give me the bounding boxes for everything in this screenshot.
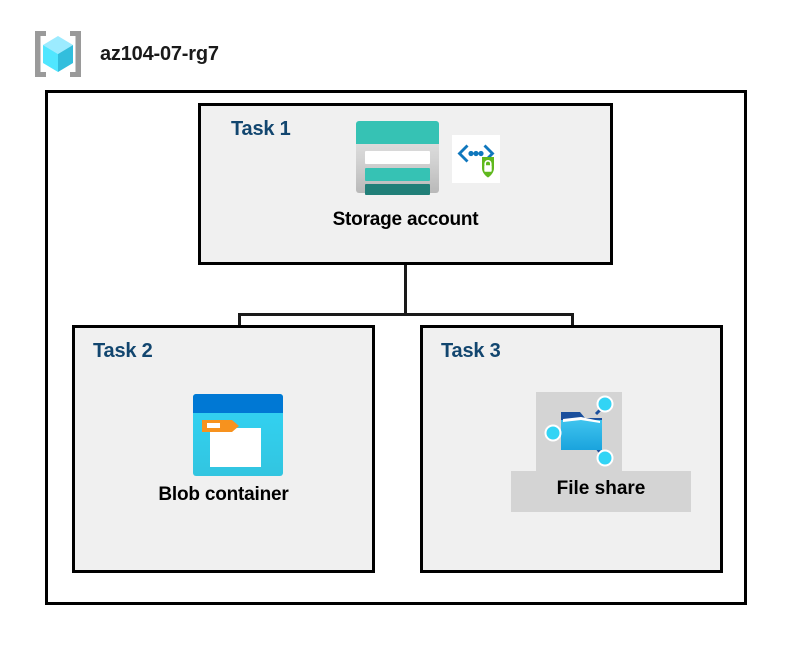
task-3-box: Task 3	[420, 325, 723, 573]
file-share-icon	[536, 392, 622, 474]
task-1-box: Task 1 Storage account	[198, 103, 613, 265]
file-share-icon-highlight	[536, 392, 622, 474]
file-share-caption-highlight	[511, 471, 691, 512]
task-3-label: Task 3	[441, 340, 501, 362]
task-1-label: Task 1	[231, 118, 291, 140]
resource-group-header: az104-07-rg7	[30, 28, 219, 80]
secure-code-shield-icon	[452, 135, 500, 183]
connector-stem-task1	[404, 265, 407, 316]
task-2-label: Task 2	[93, 340, 153, 362]
blob-container-icon	[193, 394, 283, 476]
connector-horizontal-bar	[238, 313, 574, 316]
task-2-box: Task 2 Blob container	[72, 325, 375, 573]
resource-group-cube-icon	[30, 28, 86, 80]
resource-group-name: az104-07-rg7	[100, 42, 219, 65]
task-2-node-caption: Blob container	[158, 484, 289, 505]
storage-account-icon	[356, 121, 439, 195]
task-3-node-caption: File share	[556, 478, 646, 499]
task-1-node-caption: Storage account	[332, 209, 479, 230]
